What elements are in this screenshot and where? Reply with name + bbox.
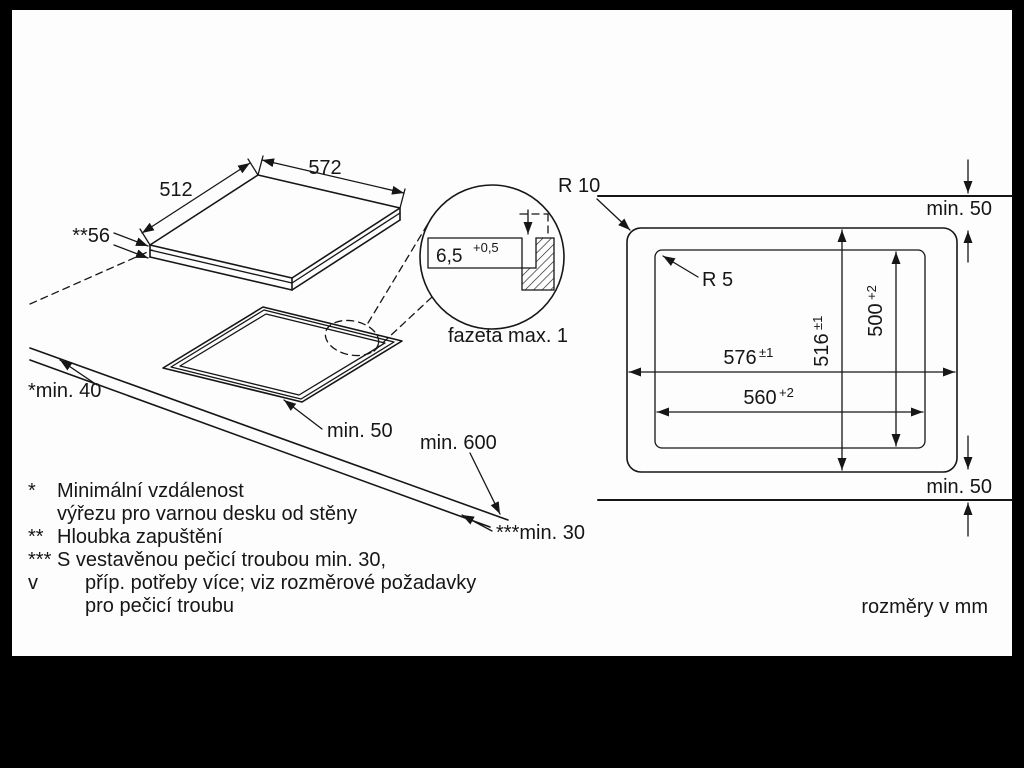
legend-line-6: pro pečicí troubu: [85, 595, 234, 617]
worktop-front-edge-top: [29, 347, 509, 521]
hob-outline: [626, 227, 958, 473]
radius-outer-label: R 10: [558, 175, 600, 197]
outer-height-value: 516: [811, 333, 833, 366]
legend: * Minimální vzdálenost výřezu pro varnou…: [28, 480, 476, 617]
dimension-576: 576 ±1: [628, 345, 956, 377]
legend-line-2: výřezu pro varnou desku od stěny: [57, 503, 357, 525]
cutout-top-view: R 10 R 5 min. 50 min. 50 576 ±1 560 +2: [558, 159, 1013, 537]
annotation-min-40: *min. 40: [28, 359, 101, 402]
recess-depth-value: 6,5: [436, 246, 462, 267]
radius-inner-label: R 5: [702, 269, 733, 291]
detail-reference-circle: [324, 319, 380, 357]
cutout-width-value: 560: [743, 387, 776, 409]
cutout-step-1: [170, 309, 395, 400]
thickness-label: **56: [72, 225, 110, 247]
min-50-bottom-label: min. 50: [926, 476, 992, 498]
cooktop-isometric: 572 512 **56: [72, 155, 406, 291]
dimension-56: **56: [72, 225, 149, 259]
dim-label-572: 572: [308, 157, 341, 179]
legend-marker-3: **: [28, 526, 44, 548]
dimension-572: 572: [257, 155, 406, 209]
min-50-label-iso: min. 50: [327, 420, 393, 442]
worktop-front-edge-bottom: [29, 359, 491, 528]
legend-line-4: S vestavěnou pečicí troubou min. 30,: [57, 549, 386, 571]
cutout-height-value: 500: [865, 303, 887, 336]
wall-hidden-line: [29, 249, 153, 305]
min-50-top-label: min. 50: [926, 198, 992, 220]
cutout-outline: [654, 249, 926, 449]
cutout-step-2: [179, 313, 386, 396]
legend-marker-1: *: [28, 480, 36, 502]
chamfer-note: fazeta max. 1: [448, 325, 568, 347]
radius-outer: R 10: [558, 175, 631, 231]
worktop-cross-section-hatch: [521, 237, 555, 291]
dimension-512: 512: [139, 158, 259, 246]
cutout-height-tolerance: +2: [864, 285, 879, 300]
legend-line-5: příp. potřeby více; viz rozměrové požada…: [85, 572, 476, 594]
dimension-min-50-top: min. 50: [926, 159, 992, 263]
dimension-516: 516 ±1: [810, 229, 847, 471]
legend-line-1: Minimální vzdálenost: [57, 480, 244, 502]
min-30-label: ***min. 30: [496, 522, 585, 544]
cutout-width-tolerance: +2: [779, 385, 794, 400]
legend-line-3: Hloubka zapuštění: [57, 526, 223, 548]
units-note: rozměry v mm: [861, 596, 988, 618]
dimension-500: 500 +2: [864, 251, 901, 447]
min-40-label: *min. 40: [28, 380, 101, 402]
recess-depth-box: [427, 237, 523, 269]
outer-width-tolerance: ±1: [759, 345, 773, 360]
legend-marker-5: v: [28, 572, 38, 594]
dim-label-512: 512: [159, 179, 192, 201]
worktop-cutout-isometric: *min. 40 min. 50 min. 600 ***min. 30: [28, 216, 585, 544]
annotation-min-600: min. 600: [420, 432, 501, 515]
cutout-opening: [162, 306, 403, 403]
dimension-560: 560 +2: [656, 385, 924, 417]
detail-circle: [419, 184, 565, 330]
annotation-min-50-iso: min. 50: [283, 399, 393, 442]
dimension-min-50-bottom: min. 50: [926, 435, 992, 537]
edge-detail: 6,5 +0,5 fazeta max. 1: [419, 184, 568, 347]
legend-marker-4: ***: [28, 549, 52, 571]
radius-inner: R 5: [662, 255, 733, 291]
recess-depth-tolerance: +0,5: [473, 240, 499, 255]
outer-width-value: 576: [723, 347, 756, 369]
annotation-min-30: ***min. 30: [461, 514, 585, 544]
min-600-label: min. 600: [420, 432, 497, 454]
outer-height-tolerance: ±1: [810, 316, 825, 330]
